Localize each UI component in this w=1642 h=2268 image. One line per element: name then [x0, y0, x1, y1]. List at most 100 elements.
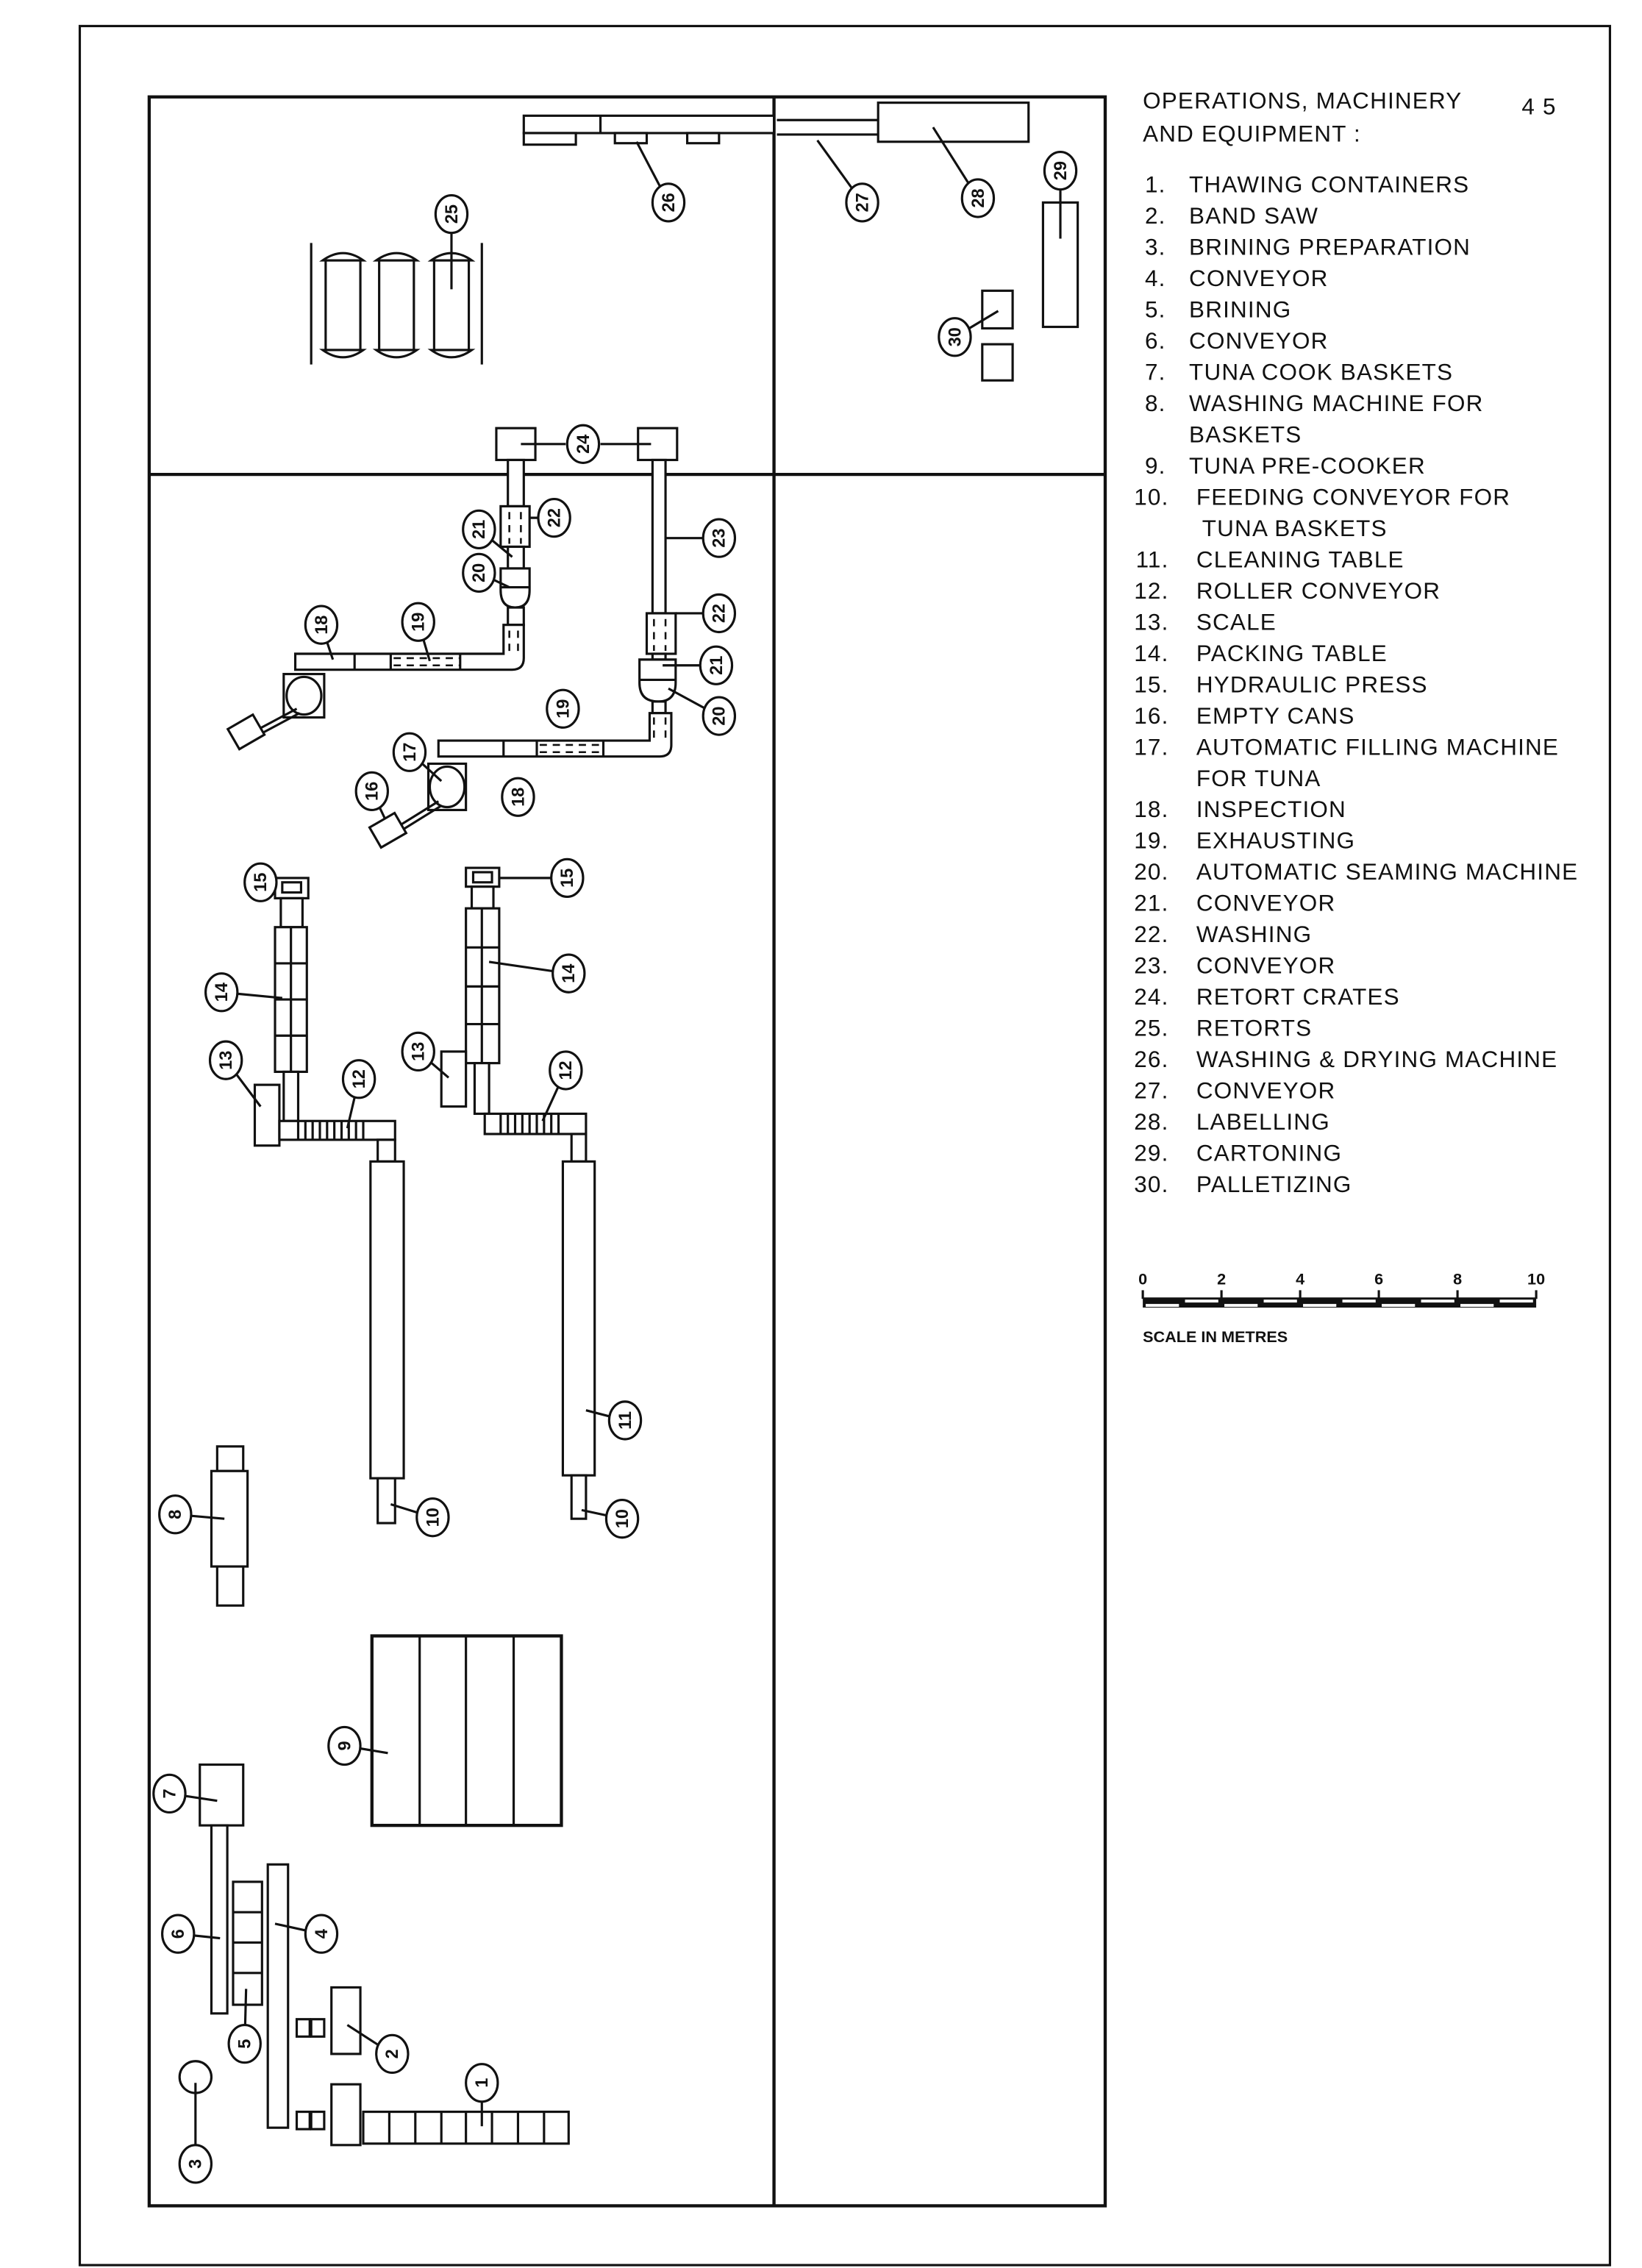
can-line-right [368, 458, 677, 849]
legend-item: 5.BRINING [1145, 297, 1291, 323]
callout-number: 26 [660, 193, 679, 212]
legend-title-line2: AND EQUIPMENT : [1143, 121, 1361, 147]
legend-item-number: 9. [1145, 453, 1166, 479]
callout-number: 12 [557, 1060, 576, 1080]
callout-24: 24 [565, 424, 601, 464]
legend-item-label: PACKING TABLE [1196, 641, 1388, 666]
callout-circle [243, 862, 278, 902]
callout-circle [501, 777, 535, 817]
legend-item: 18.INSPECTION [1134, 796, 1346, 822]
legend-item: 12.ROLLER CONVEYOR [1134, 578, 1441, 604]
callout-27: 27 [816, 139, 879, 223]
legend-item: 11.CLEANING TABLE [1136, 546, 1404, 572]
legend-item-number: 26. [1134, 1046, 1168, 1072]
legend-item-label: LABELLING [1196, 1109, 1330, 1135]
callout-number: 27 [853, 193, 872, 212]
callout-number: 1 [473, 2078, 492, 2088]
retorts [310, 243, 483, 365]
legend-item: 15.HYDRAULIC PRESS [1134, 671, 1427, 697]
callout-circle [1043, 150, 1078, 191]
legend-item: 23.CONVEYOR [1134, 953, 1335, 979]
callout-circle [354, 771, 390, 812]
callout-number: 5 [236, 2039, 255, 2049]
scale-caption: SCALE IN METRES [1143, 1327, 1288, 1346]
legend-item-label: BAND SAW [1189, 203, 1318, 229]
legend-item-number: 27. [1134, 1078, 1168, 1104]
callout-30: 30 [938, 310, 999, 357]
callout-15: 15 [243, 862, 278, 902]
callout-circle [552, 953, 586, 994]
callout-circle [401, 1031, 435, 1072]
callout-circle [401, 602, 435, 642]
pallet-1 [981, 289, 1014, 330]
callout-number: 11 [616, 1411, 635, 1430]
callout-number: 17 [401, 743, 420, 762]
legend-item-label: BRINING PREPARATION [1189, 235, 1471, 260]
legend-item-label: WASHING [1196, 921, 1312, 947]
legend-item-label: CONVEYOR [1189, 265, 1328, 291]
callout-number: 4 [313, 1929, 332, 1939]
legend-item-number: 14. [1134, 641, 1168, 666]
callout-circle [178, 2144, 213, 2184]
legend-item-number: 29. [1134, 1141, 1168, 1166]
brining-tanks [232, 1880, 263, 2006]
callout-circle [375, 2033, 410, 2075]
legend-item-number: 28. [1134, 1109, 1168, 1135]
can-line-left [226, 458, 531, 751]
callout-circle [651, 182, 686, 223]
callout-15: 15 [499, 857, 585, 899]
callout-circle [938, 317, 972, 357]
scale-segment [1146, 1304, 1179, 1308]
callout-20: 20 [462, 552, 510, 593]
callout-14: 14 [488, 953, 586, 994]
callout-14: 14 [204, 972, 283, 1013]
callout-number: 13 [217, 1051, 236, 1070]
callout-number: 24 [574, 435, 593, 454]
legend-item-number: 6. [1145, 328, 1166, 354]
legend-item-number: 20. [1134, 859, 1168, 885]
callout-13: 13 [208, 1040, 262, 1108]
callout-number: 15 [251, 873, 271, 892]
legend-item-number: 4. [1145, 265, 1166, 291]
legend-item-number: 25. [1134, 1016, 1168, 1041]
callout-13: 13 [401, 1031, 450, 1079]
legend-item: 26. WASHING & DRYING MACHINE [1134, 1046, 1557, 1072]
callout-number: 21 [470, 520, 489, 539]
conveyor-27 [777, 118, 879, 136]
callout-number: 23 [710, 529, 729, 548]
callout-number: 19 [410, 613, 429, 632]
callout-number: 22 [710, 604, 729, 623]
callout-number: 21 [707, 656, 727, 675]
callout-circle [845, 182, 879, 223]
band-saws [295, 1986, 362, 2147]
legend-item-number: 18. [1134, 796, 1168, 822]
scale-segment [1224, 1304, 1258, 1308]
legend-item-label: CLEANING TABLE [1196, 546, 1404, 572]
callout-number: 16 [363, 782, 382, 801]
pre-cooker [370, 1634, 563, 1827]
plan-border [147, 95, 1107, 2208]
callout-circle [392, 732, 427, 772]
callout-number: 14 [560, 964, 579, 983]
callout-11: 11 [585, 1400, 643, 1441]
legend-item: 6.CONVEYOR [1145, 328, 1327, 354]
callout-10: 10 [390, 1497, 450, 1538]
scale-segment [1303, 1304, 1337, 1308]
outer-border [78, 24, 1611, 2267]
legend-item-number: 19. [1134, 828, 1168, 854]
equipment-layout [178, 101, 1079, 2147]
legend-item-label: WASHING & DRYING MACHINE [1196, 1046, 1557, 1072]
legend-item-label: CARTONING [1196, 1141, 1342, 1166]
legend-item-number: 2. [1145, 203, 1166, 229]
callout-circle [702, 518, 737, 558]
callout-number: 15 [558, 869, 577, 888]
callout-23: 23 [665, 518, 737, 558]
legend-item-label: ROLLER CONVEYOR [1196, 578, 1441, 604]
callout-18: 18 [501, 777, 535, 817]
callout-number: 29 [1052, 161, 1071, 180]
